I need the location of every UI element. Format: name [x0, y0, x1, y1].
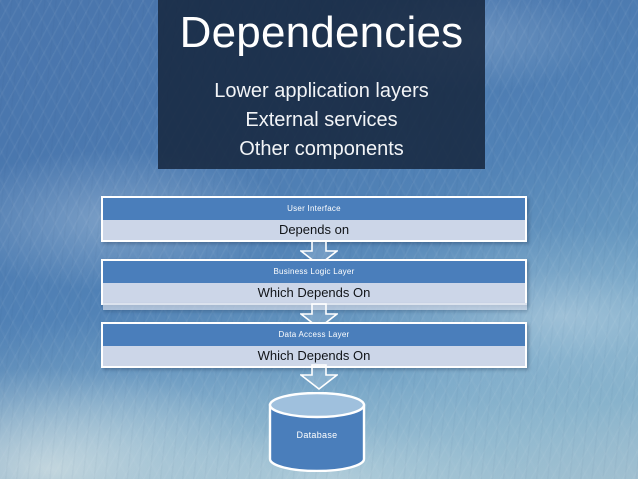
down-block-arrow-icon	[300, 240, 338, 266]
layer-title-data-access-layer: Data Access Layer	[103, 324, 525, 346]
layer-box-user-interface[interactable]: User Interface Depends on	[101, 196, 527, 242]
layer-relation-data-access-layer: Which Depends On	[103, 346, 525, 366]
down-block-arrow-icon	[300, 303, 338, 329]
database-cylinder-icon[interactable]: Database	[267, 392, 367, 472]
layer-title-business-logic-layer: Business Logic Layer	[103, 261, 525, 283]
slide-subtitle: Lower application layers External servic…	[158, 77, 485, 164]
layer-box-data-access-layer[interactable]: Data Access Layer Which Depends On	[101, 322, 527, 368]
layer-relation-business-logic-layer: Which Depends On	[103, 283, 525, 303]
title-panel: Dependencies Lower application layers Ex…	[158, 0, 485, 169]
slide-title: Dependencies	[179, 8, 464, 57]
layer-title-user-interface: User Interface	[103, 198, 525, 220]
subtitle-line-2: External services	[245, 109, 398, 132]
database-label: Database	[296, 430, 338, 440]
layer-box-business-logic-layer[interactable]: Business Logic Layer Which Depends On	[101, 259, 527, 305]
layer-box-business-logic-layer-under-strip	[103, 303, 527, 310]
layer-relation-user-interface: Depends on	[103, 220, 525, 240]
subtitle-line-1: Lower application layers	[214, 80, 429, 103]
down-block-arrow-icon	[300, 364, 338, 390]
subtitle-line-3: Other components	[239, 138, 404, 161]
